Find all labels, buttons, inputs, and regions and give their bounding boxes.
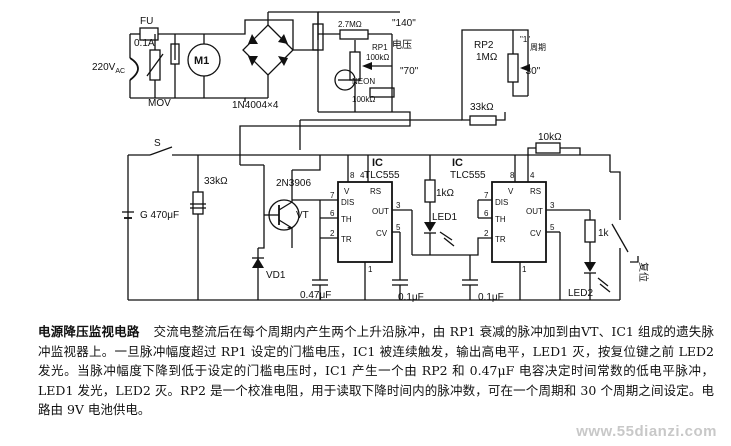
resistor-1k-mid bbox=[424, 179, 436, 203]
watermark: www.55dianzi.com bbox=[576, 423, 717, 440]
resistor-100k-lower bbox=[369, 87, 395, 98]
ic1-pin-tr: TR bbox=[341, 235, 352, 244]
led1-icon bbox=[424, 222, 436, 232]
label-vt: VT bbox=[296, 210, 309, 221]
rp2-section bbox=[299, 29, 530, 150]
ic1-pin-v: V bbox=[344, 187, 350, 196]
ic2-pin-1: 1 bbox=[522, 265, 527, 274]
label-neon: NEON bbox=[352, 77, 375, 86]
resistor-33k-top bbox=[469, 115, 497, 126]
ic2-pin-4: 4 bbox=[530, 171, 535, 180]
ac-input-section bbox=[129, 19, 290, 102]
ic1-pin-1: 1 bbox=[368, 265, 373, 274]
label-r-1k-right: 1k bbox=[598, 228, 610, 239]
ic2-pin-tr: TR bbox=[495, 235, 506, 244]
circuit-schematic: FU 0.1A 220VAC MOV M1 1N4004×4 2.7MΩ "14… bbox=[92, 11, 650, 303]
power-rail bbox=[122, 146, 611, 301]
label-tap-1: "1" bbox=[520, 35, 530, 44]
ic1-pin-th: TH bbox=[341, 215, 352, 224]
led2-icon bbox=[584, 262, 596, 272]
label-tap-140: "140" bbox=[392, 18, 416, 29]
caption-title: 电源降压监视电路 bbox=[38, 324, 140, 339]
ic2-pin-out: OUT bbox=[526, 207, 543, 216]
ic2-pin-7: 7 bbox=[484, 191, 489, 200]
ic1-pin-rs: RS bbox=[370, 187, 381, 196]
label-r-33k-top: 33kΩ bbox=[470, 102, 494, 113]
label-led2: LED2 bbox=[568, 288, 593, 299]
transistor-vt bbox=[240, 155, 321, 300]
ic1-tlc555 bbox=[292, 155, 412, 300]
ic1-pin-dis: DIS bbox=[341, 198, 354, 207]
label-vd1: VD1 bbox=[266, 270, 286, 281]
ic1-pin-out: OUT bbox=[372, 207, 389, 216]
label-switch-s: S bbox=[154, 138, 161, 149]
label-rp2: RP2 bbox=[474, 40, 494, 51]
ic2-pin-2: 2 bbox=[484, 229, 489, 238]
label-r-100k: 100kΩ bbox=[352, 95, 375, 104]
label-reset: 复位 bbox=[637, 262, 650, 282]
resistor-1k-right bbox=[584, 219, 596, 243]
ic2-pin-3: 3 bbox=[550, 201, 555, 210]
ic1-pin-7: 7 bbox=[330, 191, 335, 200]
label-battery: G 470μF bbox=[140, 210, 179, 221]
ic2-pin-8: 8 bbox=[510, 171, 515, 180]
figure-caption: 电源降压监视电路交流电整流后在每个周期内产生两个上升沿脉冲，由 RP1 衰减的脉… bbox=[38, 322, 714, 420]
label-motor: M1 bbox=[194, 55, 209, 67]
rp1-pot bbox=[349, 51, 361, 81]
ic2-pin-6: 6 bbox=[484, 209, 489, 218]
label-rp1: RP1 bbox=[372, 43, 388, 52]
label-rp2-value: 1MΩ bbox=[476, 52, 498, 63]
ic2-pin-5: 5 bbox=[550, 223, 555, 232]
ic2-pin-v: V bbox=[508, 187, 514, 196]
label-ic2-type: TLC555 bbox=[450, 170, 486, 181]
label-tap-70: "70" bbox=[400, 66, 419, 77]
label-ic2-ic: IC bbox=[452, 157, 463, 169]
ic2-pin-th: TH bbox=[495, 215, 506, 224]
ic2-pin-rs: RS bbox=[530, 187, 541, 196]
resistor-2-7m bbox=[339, 29, 369, 40]
neon-lamp bbox=[334, 69, 356, 91]
ic1-pin-4: 4 bbox=[360, 171, 365, 180]
label-ic1-ic: IC bbox=[372, 157, 383, 169]
label-tap-30: "30" bbox=[522, 66, 541, 77]
label-c-047: 0.47μF bbox=[300, 290, 331, 301]
label-fuse-rating: 0.1A bbox=[134, 38, 155, 49]
label-ic1-type: TLC555 bbox=[364, 170, 400, 181]
resistor-33k-left bbox=[192, 191, 204, 215]
resistor-10k bbox=[535, 142, 561, 154]
caption-body: 交流电整流后在每个周期内产生两个上升沿脉冲，由 RP1 衰减的脉冲加到由VT、I… bbox=[38, 324, 714, 417]
label-cycles: 周期 bbox=[530, 43, 546, 52]
label-r-33k-left: 33kΩ bbox=[204, 176, 228, 187]
ac-plug-icon bbox=[129, 57, 139, 81]
label-r-10k: 10kΩ bbox=[538, 132, 562, 143]
ic1-pin-3: 3 bbox=[396, 201, 401, 210]
ic1-pin-2: 2 bbox=[330, 229, 335, 238]
ic2-tlc555 bbox=[477, 142, 639, 301]
led1-branch bbox=[411, 155, 492, 300]
bridge-rectifier bbox=[242, 11, 319, 99]
ic1-pin-8: 8 bbox=[350, 171, 355, 180]
ic1-pin-6: 6 bbox=[330, 209, 335, 218]
ic1-pin-cv: CV bbox=[376, 229, 388, 238]
label-fu: FU bbox=[140, 16, 153, 27]
label-mov: MOV bbox=[148, 98, 171, 109]
label-led1: LED1 bbox=[432, 212, 457, 223]
label-r-1k-mid: 1kΩ bbox=[436, 188, 455, 199]
ic2-pin-dis: DIS bbox=[495, 198, 508, 207]
label-ac-source: 220VAC bbox=[92, 62, 125, 75]
label-c-01-b: 0.1μF bbox=[478, 292, 504, 303]
label-c-01-a: 0.1μF bbox=[398, 292, 424, 303]
rp2-pot bbox=[507, 53, 519, 83]
label-undervoltage: 电压 bbox=[392, 38, 412, 51]
ic1-pin-5: 5 bbox=[396, 223, 401, 232]
label-rp1-value: 100kΩ bbox=[366, 53, 389, 62]
reset-button bbox=[630, 256, 639, 263]
label-bridge: 1N4004×4 bbox=[232, 100, 279, 111]
divider-network bbox=[239, 11, 411, 165]
ic2-pin-cv: CV bbox=[530, 229, 542, 238]
label-r-2-7m: 2.7MΩ bbox=[338, 20, 362, 29]
label-transistor-type: 2N3906 bbox=[276, 178, 311, 189]
